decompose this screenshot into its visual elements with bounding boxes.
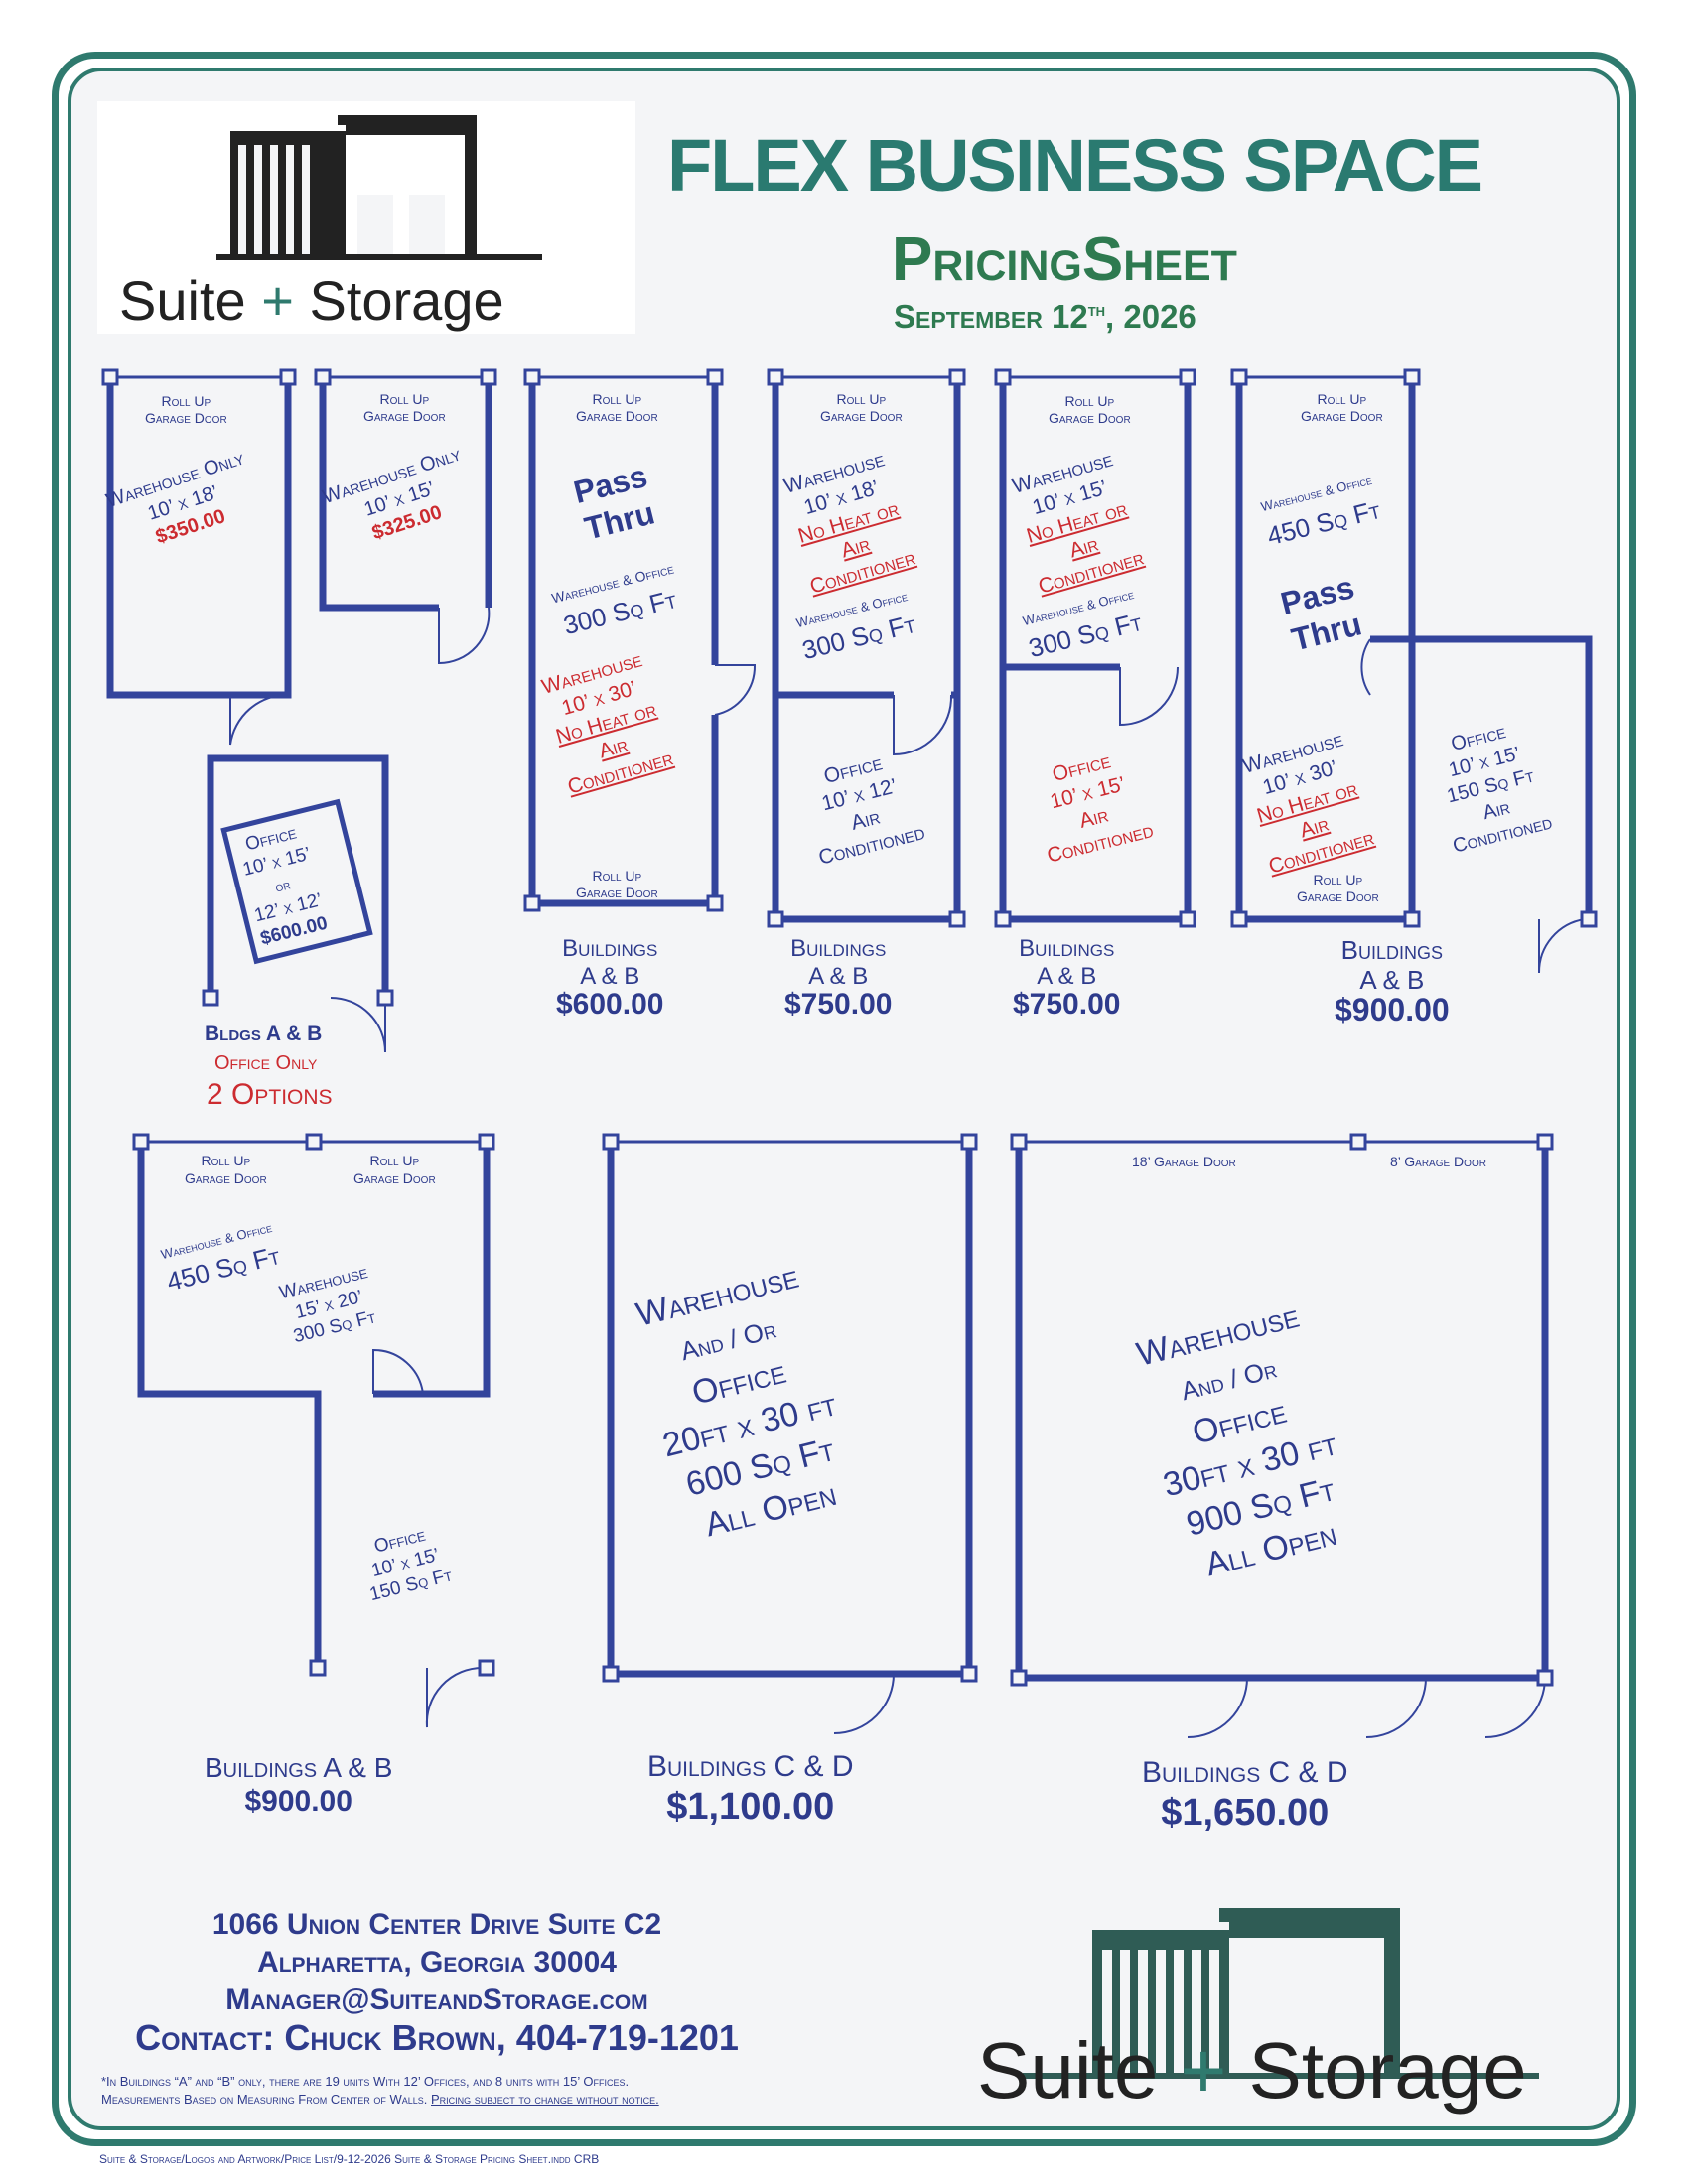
unit-10-walls <box>1015 1142 1549 1682</box>
logo-top: Suite + Storage <box>97 101 635 334</box>
contact-name: Contact: Chuck Brown, 404-719-1201 <box>135 2017 739 2058</box>
building-logo-icon <box>216 115 542 260</box>
address-line-2: Alpharetta, Georgia 30004 <box>257 1946 617 1979</box>
unit-3-walls <box>207 754 389 998</box>
unit-3-buildings: Bldgs A & B <box>205 1023 323 1045</box>
unit-3-office-only: Office Only <box>214 1052 318 1074</box>
email[interactable]: Manager@SuiteandStorage.com <box>225 1983 648 2016</box>
unit-3-options: 2 Options <box>207 1078 333 1111</box>
contact-block: 1066 Union Center Drive Suite C2 Alphare… <box>99 1906 774 2060</box>
unit-1-walls <box>106 377 292 699</box>
page-subtitle: PricingSheet <box>892 225 1237 294</box>
unit-9-walls <box>607 1142 973 1678</box>
inner-border <box>68 68 1620 2130</box>
footnote: *In Buildings “A” and “B” only, there ar… <box>101 2074 659 2107</box>
unit-9-label: Buildings C & D$1,100.00 <box>647 1750 854 1828</box>
unit-4-walls <box>528 377 719 907</box>
unit-8-label: Buildings A & B$900.00 <box>205 1752 393 1818</box>
logo-bottom-wordmark: Suite + Storage <box>977 2026 1527 2115</box>
unit-10-label: Buildings C & D$1,650.00 <box>1142 1756 1348 1834</box>
unit-10-door-b: 8’ Garage Door <box>1390 1154 1486 1169</box>
unit-5-walls <box>772 377 961 923</box>
unit-10-door-a: 18’ Garage Door <box>1132 1154 1236 1169</box>
page-date: September 12th, 2026 <box>894 298 1196 335</box>
outer-border <box>52 52 1636 2146</box>
footer-path: Suite & Storage/Logos and Artwork/Price … <box>99 2152 600 2166</box>
unit-2-walls <box>319 377 439 612</box>
unit-7-walls <box>1235 377 1416 923</box>
building-logo-bottom-icon <box>1023 1908 1539 2079</box>
unit-6-walls <box>999 377 1192 923</box>
address-line-1: 1066 Union Center Drive Suite C2 <box>211 1908 662 1941</box>
logo-wordmark: Suite + Storage <box>119 269 504 332</box>
unit-8-walls <box>137 1142 322 1668</box>
page-title: FLEX BUSINESS SPACE <box>667 124 1483 206</box>
